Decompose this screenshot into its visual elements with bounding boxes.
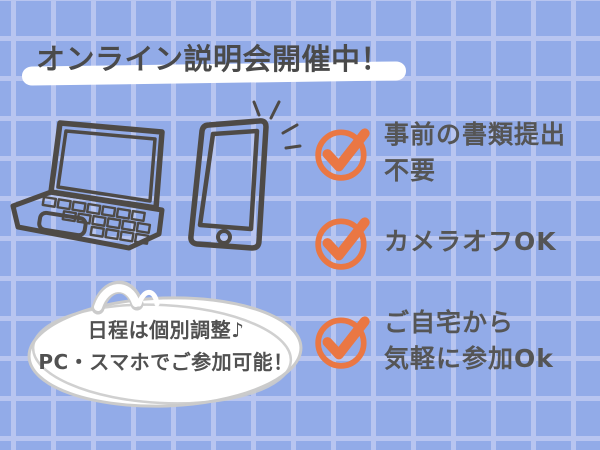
checklist-item-documents: 事前の書類提出 不要 [314,117,566,189]
checklist-item-label: 事前の書類提出 [384,120,567,149]
check-icon [315,316,370,369]
page-title-block: オンライン説明会開催中！ [21,36,442,88]
page-title: オンライン説明会開催中！ [36,42,391,76]
bubble-curl-icon [91,280,160,315]
check-icon [315,217,370,270]
laptop-icon [10,120,165,251]
bubble-line-schedule: 日程は個別調整♪ [87,318,245,342]
bubble-line-devices: PC・スマホでご参加可能！ [38,350,294,374]
check-icon [315,128,370,181]
checklist-item-from-home: ご自宅から 気軽に参加Ok [314,305,554,377]
checklist-item-camera-off: カメラオフOK [314,213,557,271]
speech-bubble: 日程は個別調整♪ PC・スマホでご参加可能！ [18,278,318,418]
checklist-item-label: ご自宅から [384,308,515,337]
checklist-item-label: 気軽に参加Ok [384,344,554,373]
speech-bubble-shape [27,280,303,408]
sparkle-icon [252,100,302,150]
checklist-item-label: カメラオフOK [384,227,557,256]
checklist-item-label: 不要 [384,156,437,185]
devices-illustration [10,100,302,251]
smartphone-icon [188,118,269,251]
keyboard-keys [41,195,152,245]
